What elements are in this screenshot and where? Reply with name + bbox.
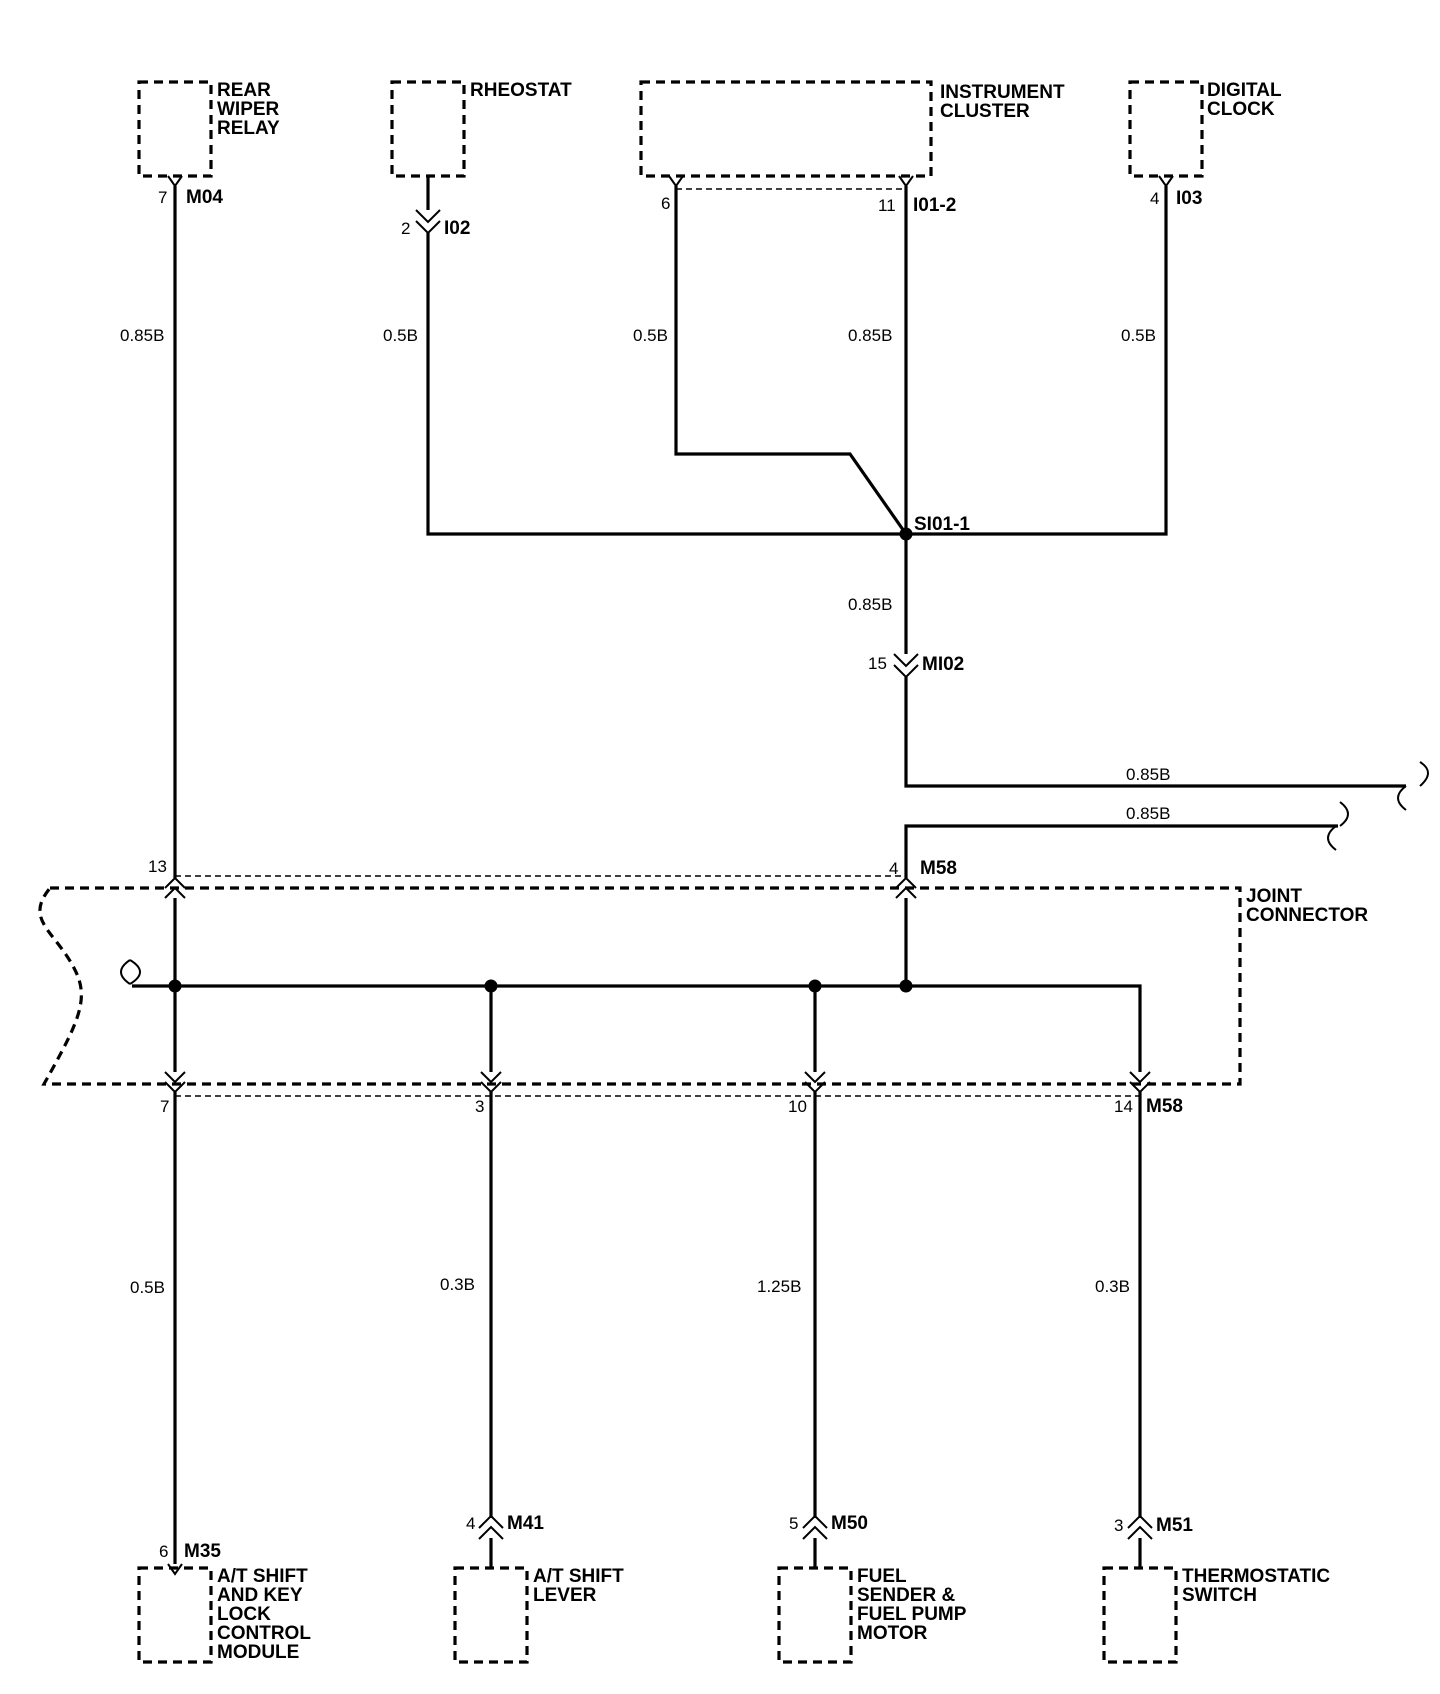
gauge-rear-wiper: 0.85B — [120, 326, 164, 345]
m41-pin: 4 — [466, 1514, 475, 1533]
joint-connector-label: JOINT CONNECTOR — [1246, 886, 1368, 926]
wire-rheostat — [426, 233, 906, 536]
fuel-sender-box — [777, 1566, 853, 1664]
gauge-m51: 0.3B — [1095, 1277, 1130, 1296]
rear-wiper-relay-label: REAR WIPER RELAY — [217, 80, 285, 139]
gauge-cluster-11: 0.85B — [848, 326, 892, 345]
m50-connector-icon — [802, 1514, 828, 1540]
m58-bottom-connector-label: M58 — [1146, 1096, 1183, 1117]
i02-connector-icon — [415, 209, 441, 235]
at-shift-lever-label: A/T SHIFT LEVER — [533, 1566, 629, 1606]
jc-pin-7: 7 — [160, 1097, 169, 1116]
bus-node-1 — [168, 979, 182, 993]
gauge-m41: 0.3B — [440, 1275, 475, 1294]
cluster-pin-6: 6 — [661, 194, 670, 213]
gauge-splice-down: 0.85B — [848, 595, 892, 614]
instrument-cluster-box — [639, 80, 933, 178]
jc-pin-14-connector-icon — [1129, 1071, 1151, 1094]
rheostat-label: RHEOSTAT — [470, 80, 572, 101]
jc-pin-13-connector-icon — [164, 876, 186, 899]
at-shift-key-lock-label: A/T SHIFT AND KEY LOCK CONTROL MODULE — [217, 1566, 316, 1663]
i03-connector-label: I03 — [1176, 188, 1202, 209]
gauge-m50: 1.25B — [757, 1277, 801, 1296]
wire-break-right-2-icon — [1327, 801, 1349, 851]
bus-node-4 — [899, 979, 913, 993]
gauge-clock: 0.5B — [1121, 326, 1156, 345]
jc-pin-14: 14 — [1114, 1097, 1133, 1116]
i02-connector-label: I02 — [444, 218, 470, 239]
at-shift-lever-box — [453, 1566, 529, 1664]
m04-connector-label: M04 — [186, 187, 223, 208]
thermostatic-switch-label: THERMOSTATIC SWITCH — [1182, 1566, 1335, 1606]
mi02-connector-label: MI02 — [922, 654, 964, 675]
jc-pin-13: 13 — [148, 857, 167, 876]
wire-to-right-2 — [904, 824, 1338, 878]
gauge-rheostat: 0.5B — [383, 326, 418, 345]
m51-pin: 3 — [1114, 1516, 1123, 1535]
bus-break-left-icon — [120, 959, 141, 985]
jc-pin-3-connector-icon — [480, 1071, 502, 1094]
i01-2-connector-label: I01-2 — [913, 195, 956, 216]
jc-pin-7-connector-icon — [164, 1071, 186, 1094]
fuel-sender-label: FUEL SENDER & FUEL PUMP MOTOR — [857, 1566, 971, 1644]
m50-pin: 5 — [789, 1514, 798, 1533]
at-shift-key-lock-box — [137, 1566, 213, 1664]
jc-pin-3: 3 — [475, 1097, 484, 1116]
wire-break-right-1-icon — [1397, 761, 1429, 811]
wire-clock — [906, 186, 1168, 536]
bus-node-3 — [808, 979, 822, 993]
m51-connector-label: M51 — [1156, 1515, 1193, 1536]
m51-connector-icon — [1127, 1514, 1153, 1540]
i02-pin: 2 — [401, 219, 410, 238]
thermostatic-switch-box — [1102, 1566, 1178, 1664]
splice-label: SI01-1 — [914, 514, 970, 535]
digital-clock-label: DIGITAL CLOCK — [1207, 80, 1287, 120]
splice-si01-1 — [899, 527, 913, 541]
jc-pin-4: 4 — [889, 859, 898, 878]
gauge-cluster-6: 0.5B — [633, 326, 668, 345]
gauge-to-right-1: 0.85B — [1126, 765, 1170, 784]
mi02-pin: 15 — [868, 654, 887, 673]
wire-to-right-1 — [904, 677, 1406, 788]
i03-pin: 4 — [1150, 189, 1159, 208]
jc-bus — [132, 984, 1142, 1072]
jc-pin-10: 10 — [788, 1097, 807, 1116]
cluster-pin-11: 11 — [878, 196, 896, 215]
joint-connector-box — [38, 886, 1242, 1086]
gauge-to-right-2: 0.85B — [1126, 804, 1170, 823]
instrument-cluster-label: INSTRUMENT CLUSTER — [940, 82, 1070, 122]
gauge-m35: 0.5B — [130, 1278, 165, 1297]
bus-node-2 — [484, 979, 498, 993]
m35-pin: 6 — [159, 1542, 168, 1561]
m50-connector-label: M50 — [831, 1513, 868, 1534]
m41-connector-icon — [478, 1514, 504, 1540]
m41-connector-label: M41 — [507, 1513, 544, 1534]
digital-clock-box — [1128, 80, 1204, 178]
jc-pin-4-connector-icon — [895, 876, 917, 899]
m04-pin: 7 — [158, 188, 167, 207]
m35-connector-label: M35 — [184, 1541, 221, 1562]
rheostat-box — [390, 80, 466, 178]
mi02-connector-icon — [893, 653, 919, 679]
m58-top-connector-label: M58 — [920, 858, 957, 879]
wire-cluster-6 — [674, 186, 908, 535]
jc-pin-10-connector-icon — [804, 1071, 826, 1094]
rear-wiper-relay-box — [137, 80, 213, 178]
